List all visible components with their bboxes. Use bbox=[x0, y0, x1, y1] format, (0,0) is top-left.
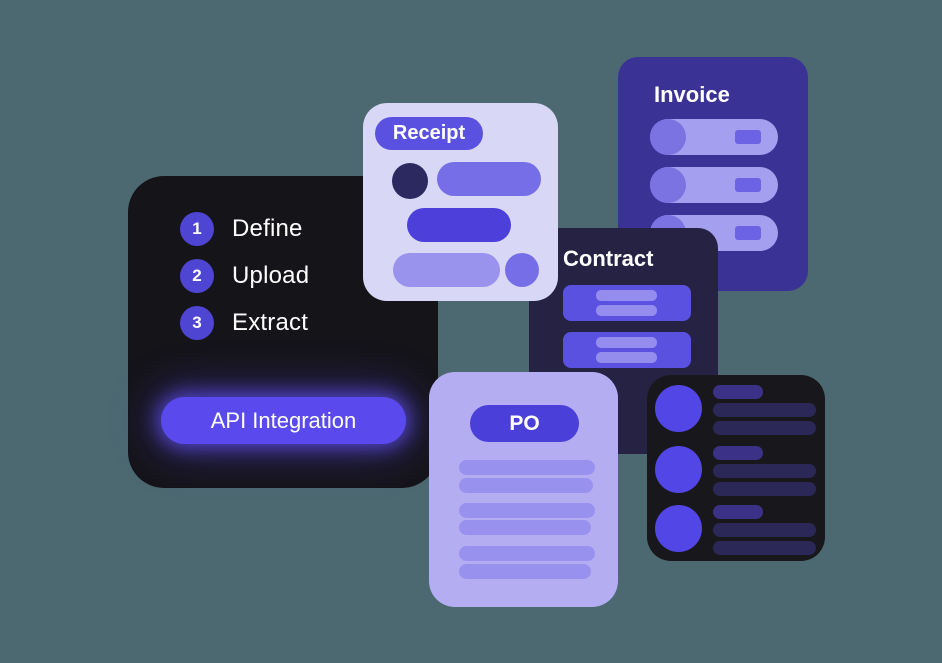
text-line-bar bbox=[596, 352, 657, 363]
contract-card-title: Contract bbox=[563, 246, 654, 271]
step-number-badge: 3 bbox=[180, 306, 214, 340]
text-line-bar bbox=[459, 546, 595, 561]
text-line-bar bbox=[713, 541, 816, 555]
text-line-bar bbox=[393, 253, 500, 287]
text-line-bar bbox=[713, 464, 816, 478]
text-line-bar bbox=[437, 162, 541, 196]
po-card: PO bbox=[429, 372, 618, 607]
text-line-bar bbox=[459, 564, 591, 579]
contract-clause-block bbox=[563, 285, 691, 321]
text-line-bar bbox=[713, 385, 763, 399]
extracted-record bbox=[655, 505, 817, 555]
avatar-circle bbox=[655, 385, 702, 432]
avatar-circle bbox=[392, 163, 428, 199]
text-line-bar bbox=[713, 482, 816, 496]
text-line-bar bbox=[713, 421, 816, 435]
field-chip bbox=[735, 226, 761, 240]
text-line-bar bbox=[459, 520, 591, 535]
step-item-extract: 3 Extract bbox=[180, 306, 308, 340]
text-line-bar bbox=[713, 446, 763, 460]
step-item-define: 1 Define bbox=[180, 212, 303, 246]
text-line-bar bbox=[713, 523, 816, 537]
field-chip bbox=[735, 130, 761, 144]
avatar-circle bbox=[655, 505, 702, 552]
invoice-field-row bbox=[650, 119, 778, 155]
field-circle bbox=[650, 167, 686, 203]
po-card-title: PO bbox=[470, 405, 579, 442]
field-circle bbox=[650, 119, 686, 155]
text-line-bar bbox=[459, 503, 595, 518]
step-number-badge: 1 bbox=[180, 212, 214, 246]
extracted-record bbox=[655, 385, 817, 435]
text-line-bar bbox=[459, 460, 595, 475]
step-label: Define bbox=[232, 215, 303, 242]
step-label: Extract bbox=[232, 309, 309, 336]
text-line-bar bbox=[459, 478, 593, 493]
extracted-record bbox=[655, 446, 817, 496]
text-line-bar bbox=[596, 305, 657, 316]
invoice-card-title: Invoice bbox=[654, 82, 730, 107]
api-integration-button[interactable]: API Integration bbox=[161, 397, 406, 444]
step-item-upload: 2 Upload bbox=[180, 259, 309, 293]
text-line-bar bbox=[596, 290, 657, 301]
receipt-card: Receipt bbox=[363, 103, 558, 301]
text-line-bar bbox=[713, 505, 763, 519]
step-number-badge: 2 bbox=[180, 259, 214, 293]
text-line-bar bbox=[596, 337, 657, 348]
field-chip bbox=[735, 178, 761, 192]
invoice-field-row bbox=[650, 167, 778, 203]
contract-clause-block bbox=[563, 332, 691, 368]
receipt-card-title: Receipt bbox=[375, 117, 483, 150]
step-label: Upload bbox=[232, 262, 310, 289]
text-line-bar bbox=[713, 403, 816, 417]
extracted-data-card bbox=[647, 375, 825, 561]
avatar-circle bbox=[655, 446, 702, 493]
text-line-bar bbox=[407, 208, 511, 242]
avatar-circle bbox=[505, 253, 539, 287]
